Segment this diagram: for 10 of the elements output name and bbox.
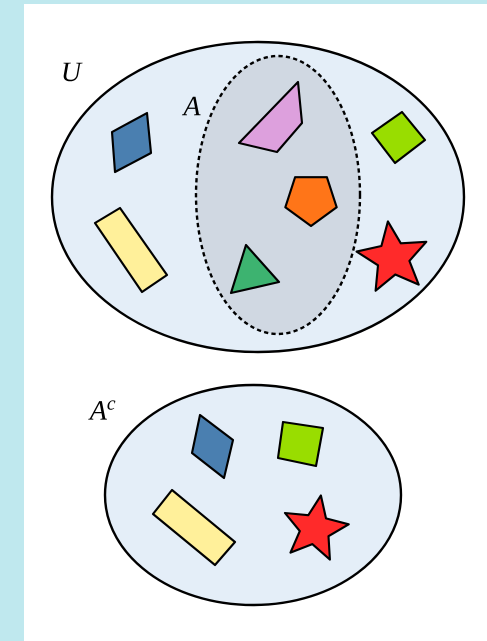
pentagon-shape [284,176,338,228]
parallelogram-shape [190,414,234,480]
parallelogram-shape [110,112,152,174]
triangle-shape [230,244,280,294]
trapezoid-shape [238,80,304,154]
star-shape [356,220,428,292]
set-label: A [182,96,201,116]
star-shape [284,494,350,561]
set-label: A$^{c}$ [88,400,116,420]
set-label: U [63,62,83,82]
